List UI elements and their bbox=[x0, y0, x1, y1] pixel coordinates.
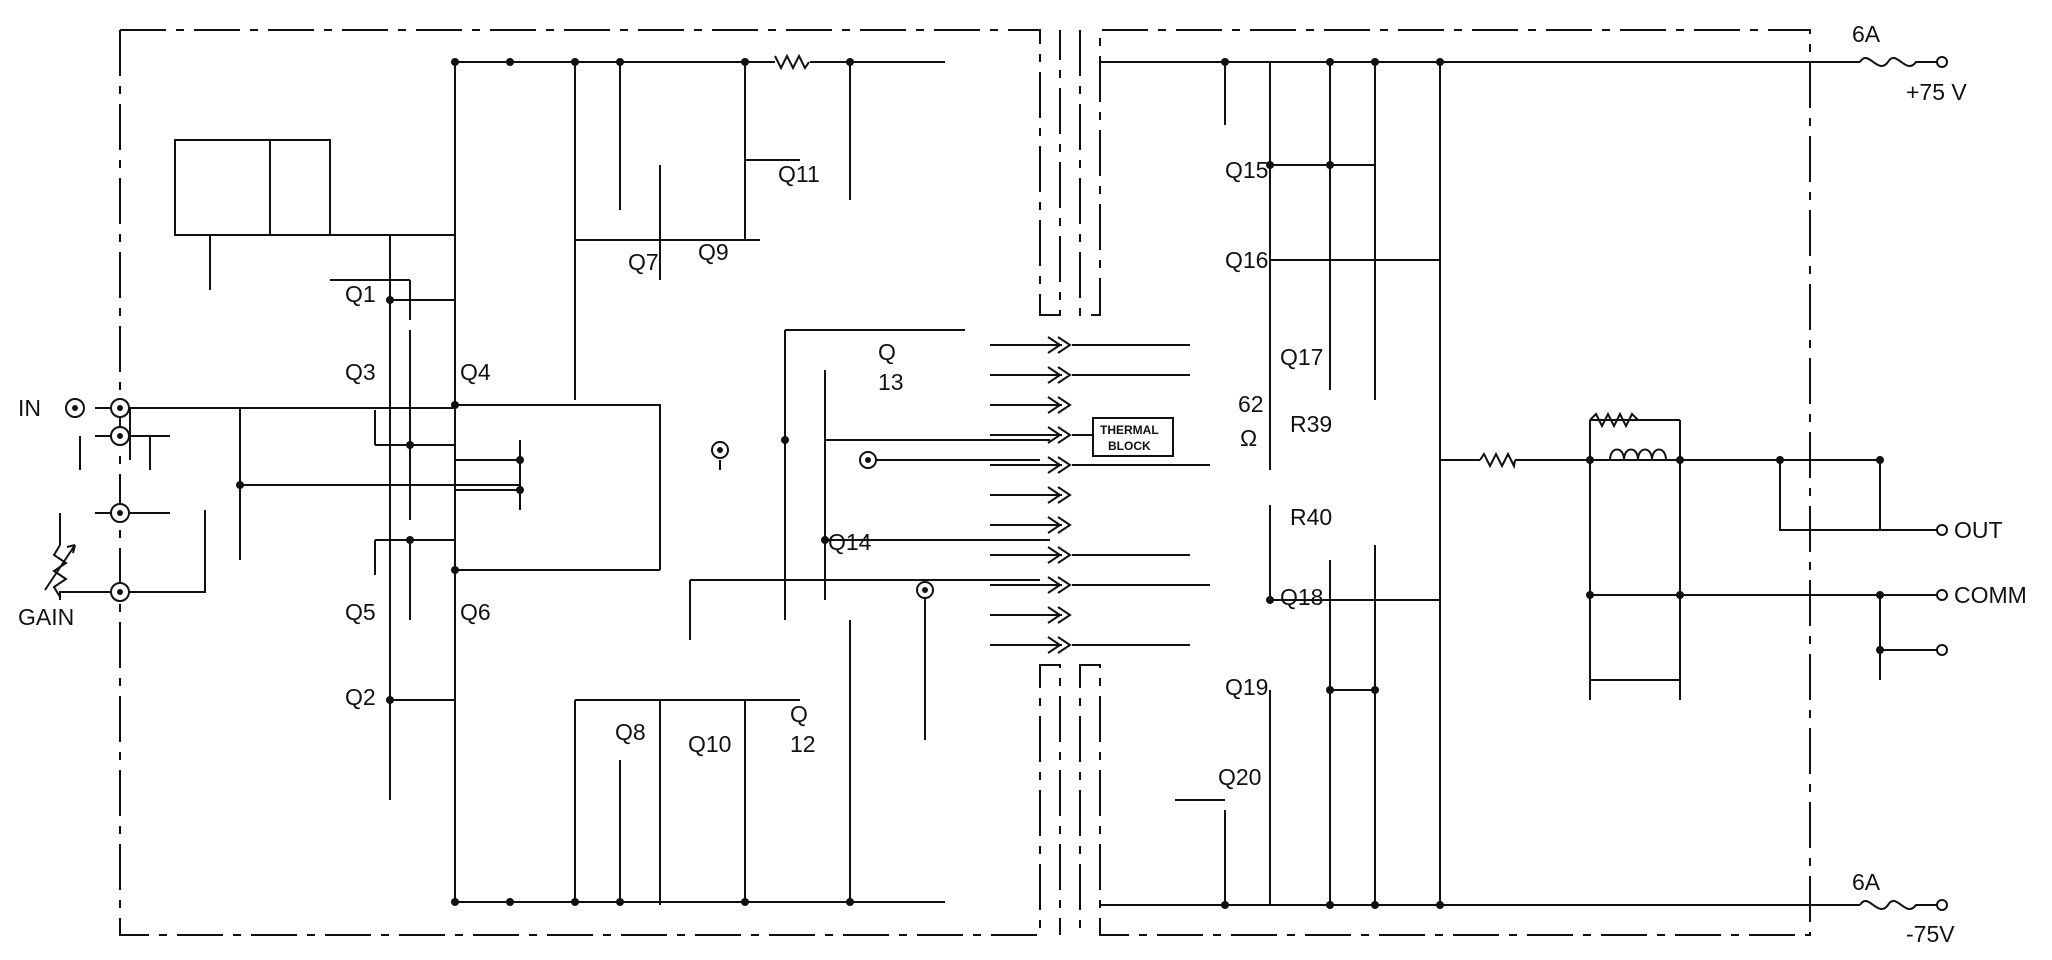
bottom-fuse bbox=[1859, 900, 1940, 910]
label-r39-value: 62 bbox=[1238, 391, 1264, 417]
label-q13a: Q bbox=[878, 339, 896, 365]
label-q4: Q4 bbox=[460, 359, 491, 385]
output-network bbox=[1479, 411, 1667, 470]
label-r40: R40 bbox=[1290, 504, 1332, 530]
left-module-outline bbox=[119, 29, 1061, 936]
junction-dots bbox=[236, 58, 1884, 909]
label-out: OUT bbox=[1954, 517, 2003, 543]
label-q2: Q2 bbox=[345, 684, 376, 710]
input-stage-wiring bbox=[79, 53, 1050, 905]
label-gain: GAIN bbox=[18, 604, 74, 630]
label-thermal-2: BLOCK bbox=[1108, 439, 1151, 453]
label-q13b: 13 bbox=[878, 369, 904, 395]
pos-supply-terminal bbox=[1936, 56, 1948, 68]
comm-terminal bbox=[1936, 589, 1948, 601]
label-q20: Q20 bbox=[1218, 764, 1261, 790]
neg-supply-terminal bbox=[1936, 899, 1948, 911]
label-q19: Q19 bbox=[1225, 674, 1268, 700]
aux-terminal bbox=[1936, 644, 1948, 656]
out-terminal bbox=[1936, 524, 1948, 536]
right-module-outline bbox=[1079, 29, 1811, 936]
label-q17: Q17 bbox=[1280, 344, 1323, 370]
label-q12a: Q bbox=[790, 701, 808, 727]
label-q10: Q10 bbox=[688, 731, 731, 757]
label-q16: Q16 bbox=[1225, 247, 1268, 273]
top-fuse bbox=[1859, 57, 1940, 67]
label-v-neg: -75V bbox=[1906, 921, 1955, 947]
gain-potentiometer bbox=[44, 513, 110, 600]
label-q15: Q15 bbox=[1225, 157, 1268, 183]
label-thermal-1: THERMAL bbox=[1100, 423, 1159, 437]
interconnect-bus bbox=[990, 336, 1210, 654]
label-r39: R39 bbox=[1290, 411, 1332, 437]
label-q7: Q7 bbox=[628, 249, 659, 275]
label-comm: COMM bbox=[1954, 582, 2027, 608]
label-q6: Q6 bbox=[460, 599, 491, 625]
label-in: IN bbox=[18, 395, 41, 421]
label-v-pos: +75 V bbox=[1906, 79, 1967, 105]
label-q11: Q11 bbox=[778, 161, 820, 187]
label-q14: Q14 bbox=[828, 529, 872, 555]
output-stage-wiring bbox=[1100, 61, 1940, 906]
label-q3: Q3 bbox=[345, 359, 376, 385]
label-r39-unit: Ω bbox=[1240, 425, 1257, 451]
label-fuse-top: 6A bbox=[1852, 21, 1881, 47]
label-fuse-bot: 6A bbox=[1852, 869, 1881, 895]
thermal-block-box bbox=[1092, 417, 1174, 457]
labels: IN GAIN Q1 Q3 Q4 Q5 Q6 Q2 Q7 Q9 Q11 Q 13… bbox=[18, 21, 2027, 947]
label-q8: Q8 bbox=[615, 719, 646, 745]
label-q9: Q9 bbox=[698, 239, 729, 265]
label-q5: Q5 bbox=[345, 599, 376, 625]
label-q1: Q1 bbox=[345, 281, 376, 307]
label-q12b: 12 bbox=[790, 731, 816, 757]
input-jacks bbox=[65, 398, 130, 602]
label-q18: Q18 bbox=[1280, 584, 1323, 610]
test-points bbox=[711, 441, 934, 599]
